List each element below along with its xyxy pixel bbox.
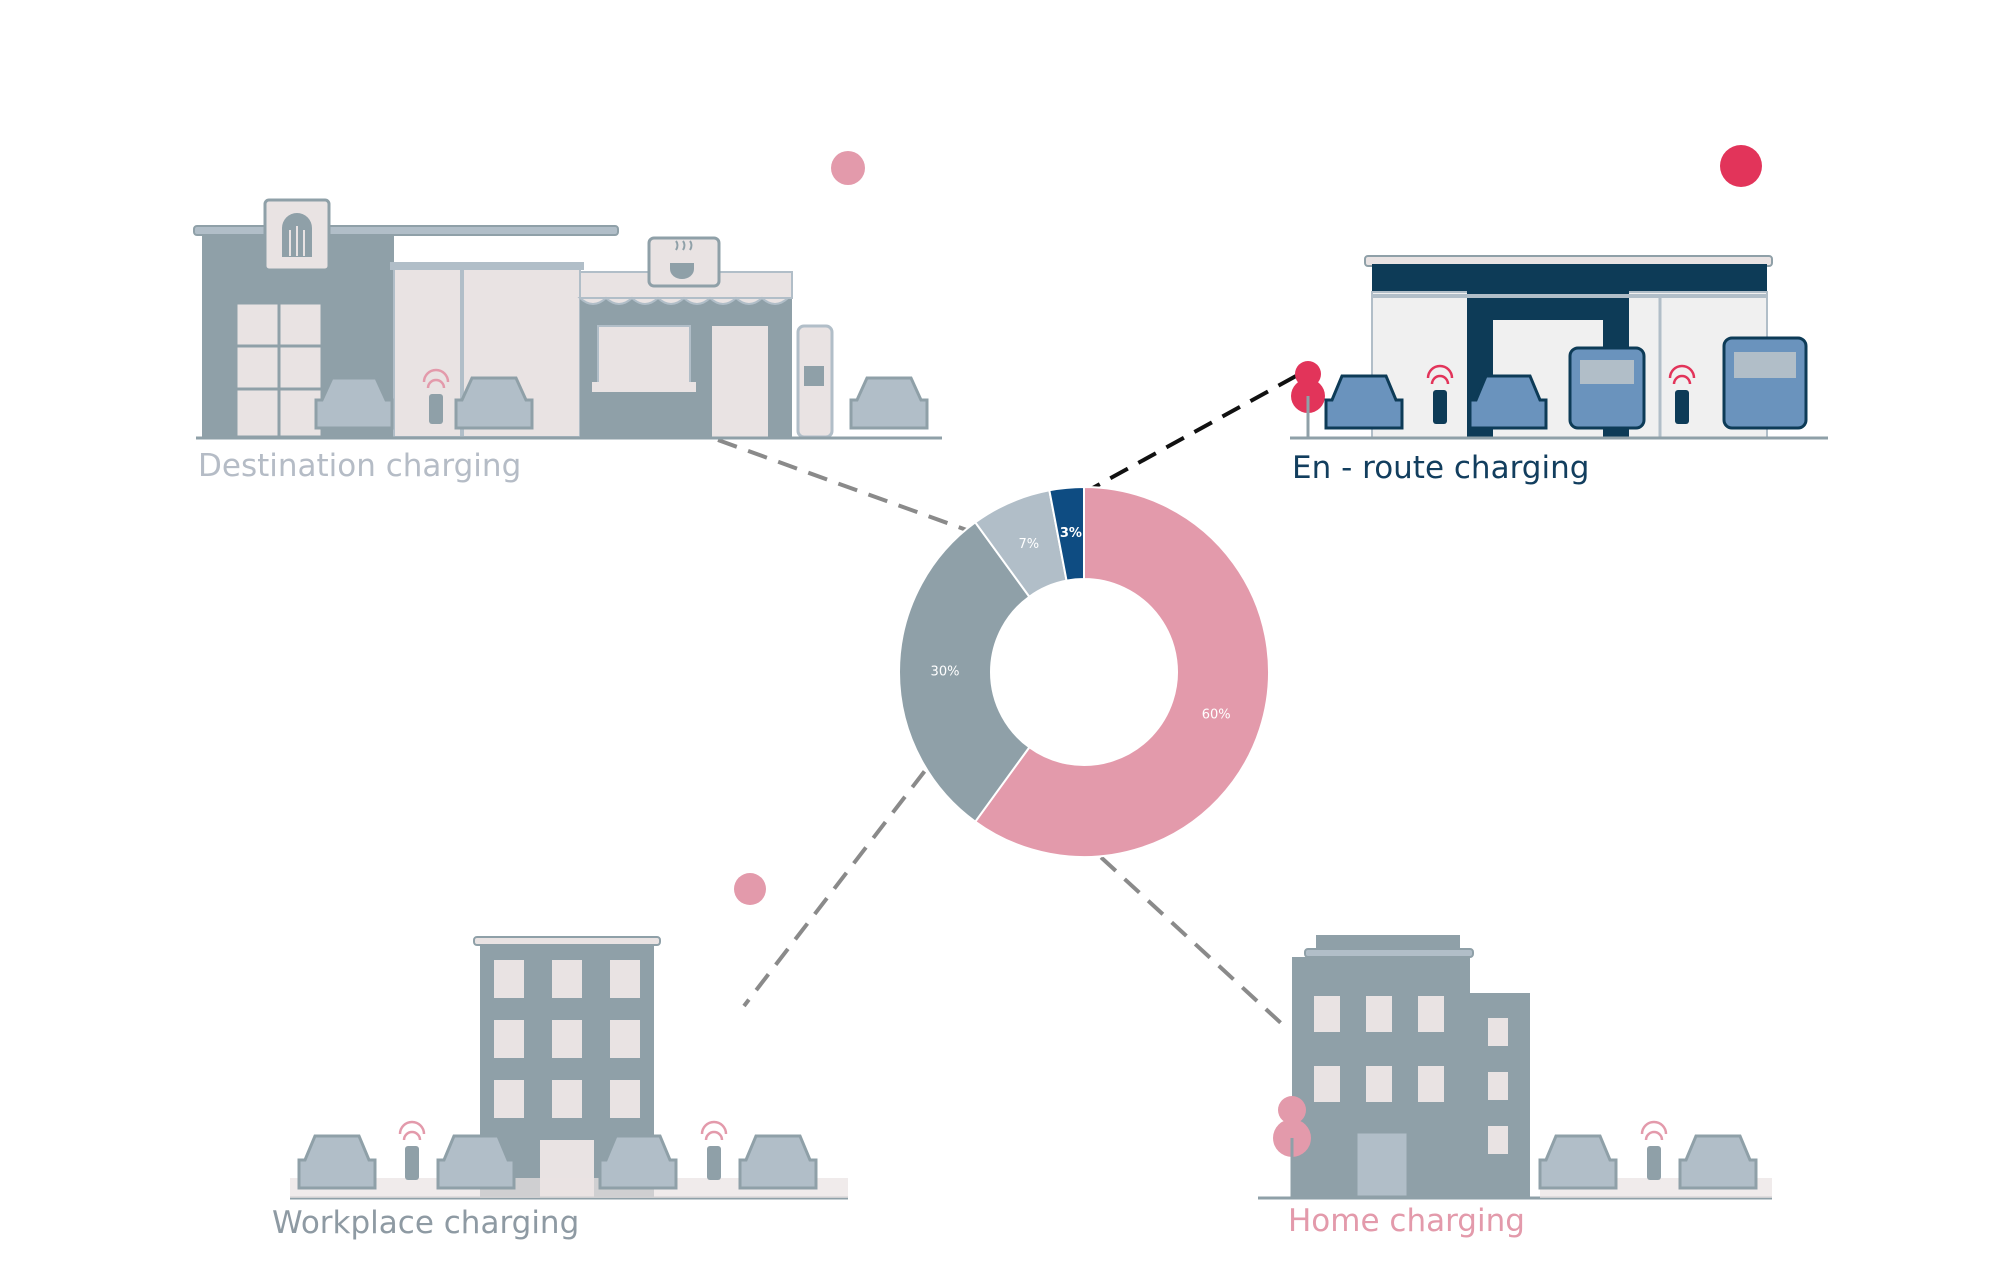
decor-dot-red-top xyxy=(1720,145,1762,187)
donut-slice-label-1: 30% xyxy=(931,665,960,680)
label-destination-charging: Destination charging xyxy=(198,448,522,484)
donut-chart: 60% 30% 7% 3% xyxy=(898,485,1270,858)
donut-slice-label-3: 3% xyxy=(1060,526,1082,541)
leader-line-workplace xyxy=(742,744,946,1008)
destination-charging-illustration xyxy=(193,198,942,440)
leader-line-enroute xyxy=(1059,374,1297,508)
enroute-charging-illustration xyxy=(1290,255,1828,440)
donut-slice-label-0: 60% xyxy=(1202,707,1231,722)
donut-slice-home-charging xyxy=(973,485,1270,858)
label-workplace-charging: Workplace charging xyxy=(272,1205,580,1241)
decor-dot-pink-bottom xyxy=(734,873,766,905)
label-enroute-charging: En - route charging xyxy=(1292,450,1590,486)
donut-slice-workplace-charging xyxy=(898,520,1031,824)
decor-dot-pink-top xyxy=(831,151,865,185)
donut-slice-label-2: 7% xyxy=(1018,537,1039,552)
label-home-charging: Home charging xyxy=(1288,1203,1525,1239)
donut-slice-en-route-charging xyxy=(1048,485,1085,582)
home-charging-illustration xyxy=(1258,935,1772,1200)
workplace-charging-illustration xyxy=(290,936,848,1200)
leader-line-destination xyxy=(717,438,1009,547)
